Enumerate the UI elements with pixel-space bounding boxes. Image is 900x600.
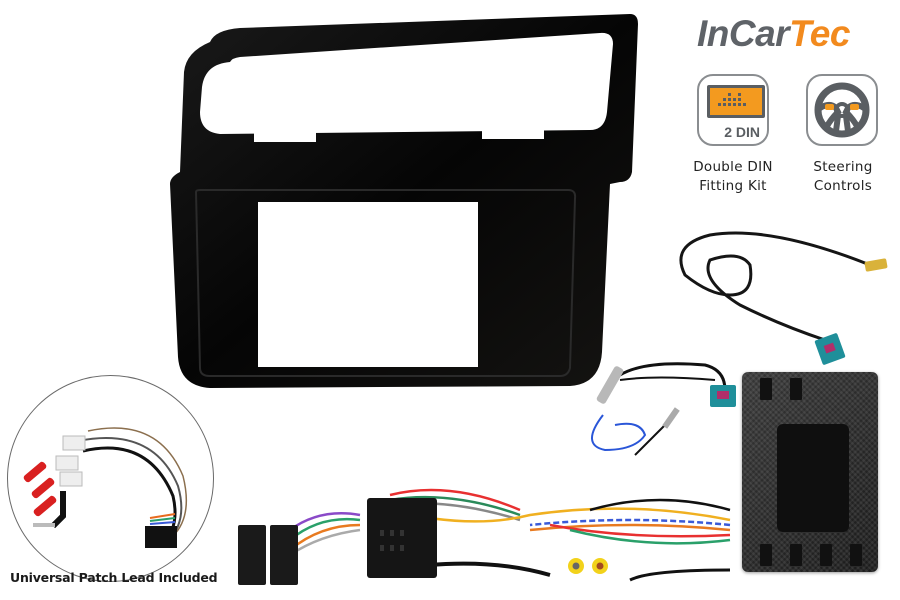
steering-wheel-icon xyxy=(814,82,870,138)
badge-2din-text: 2 DIN xyxy=(724,124,760,140)
brand-name-part1: InCar xyxy=(697,13,790,54)
steering-controls-badge xyxy=(806,74,878,146)
control-box-tab xyxy=(760,544,772,566)
control-box-tab xyxy=(790,378,802,400)
steering-control-interface-box xyxy=(742,372,878,572)
feature-label-steering: Steering Controls xyxy=(798,158,888,196)
control-box-tab xyxy=(850,544,862,566)
fascia-panel-image xyxy=(170,14,638,388)
control-box-tab xyxy=(760,378,772,400)
brand-logo: InCarTec xyxy=(697,10,850,58)
patch-lead-image xyxy=(23,427,188,548)
double-din-badge: 2 DIN xyxy=(697,74,769,146)
feature-label-line1: Double DIN xyxy=(693,159,773,175)
control-box-label-window xyxy=(777,424,849,532)
iso-wiring-harness-image xyxy=(238,488,731,585)
double-din-radio-icon xyxy=(707,85,765,118)
feature-label-double-din: Double DIN Fitting Kit xyxy=(681,158,785,196)
dab-antenna-cable-image xyxy=(679,231,888,365)
feature-label-line2: Fitting Kit xyxy=(699,178,767,194)
control-box-tab xyxy=(790,544,802,566)
patch-lead-inset xyxy=(7,375,214,582)
brand-name-part2: Tec xyxy=(789,13,850,54)
feature-label-line2: Controls xyxy=(813,178,873,194)
control-box-tab xyxy=(820,544,832,566)
feature-label-line1: Steering xyxy=(813,159,873,175)
fm-antenna-adapter-image xyxy=(591,362,736,456)
patch-lead-caption: Universal Patch Lead Included xyxy=(10,570,218,585)
